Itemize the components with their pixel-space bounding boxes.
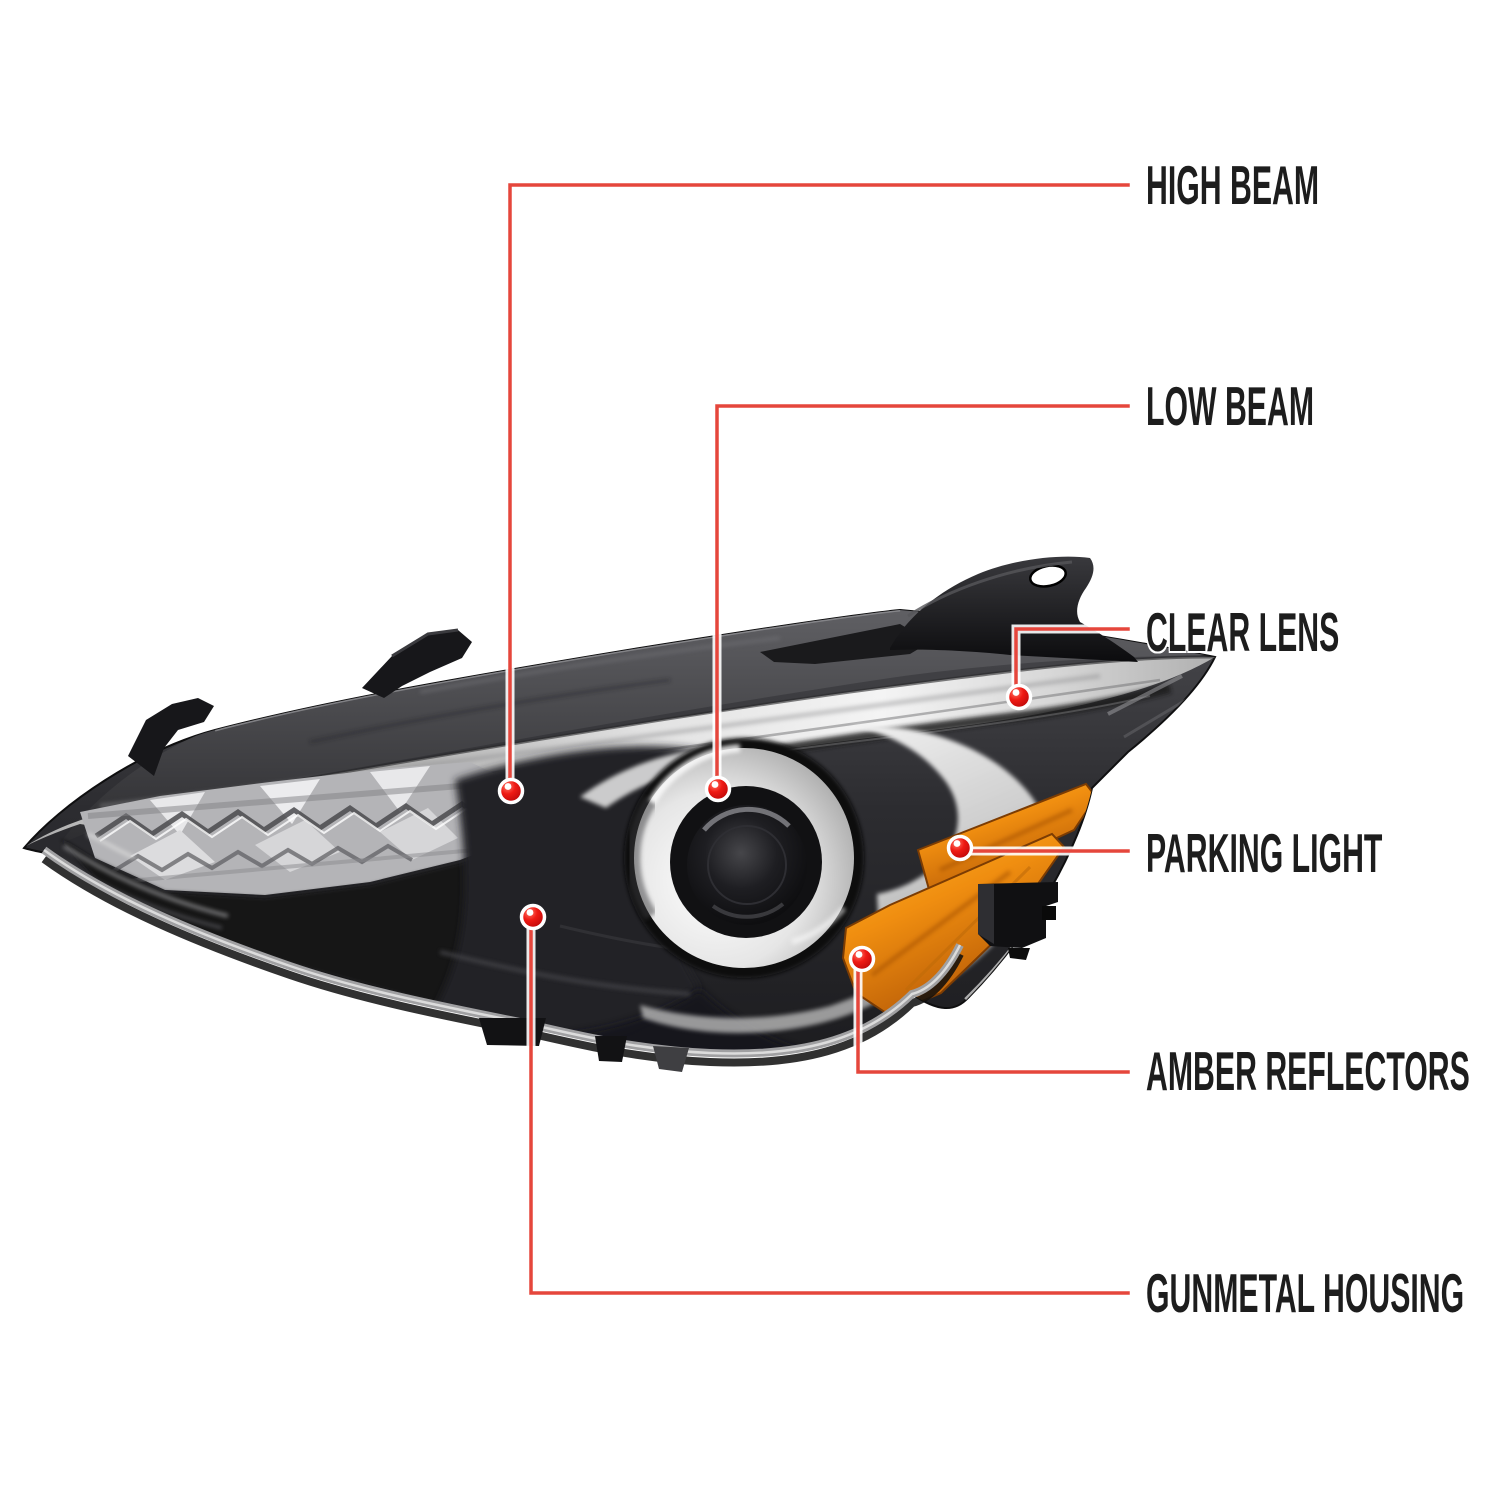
- callout-line-gunmetal-housing: [529, 917, 1130, 1295]
- label-parking-light: PARKING LIGHT: [1146, 822, 1383, 884]
- callout-dot-gunmetal-housing: [519, 903, 547, 931]
- mounting-bracket-left: [128, 698, 214, 776]
- callout-dot-amber-reflectors: [848, 945, 876, 973]
- label-amber-reflectors: AMBER REFLECTORS: [1146, 1040, 1470, 1102]
- mounting-bracket-mid: [362, 628, 472, 698]
- callout-dot-high-beam: [497, 777, 525, 805]
- callout-dot-clear-lens: [1005, 683, 1033, 711]
- callout-line-amber-reflectors: [856, 960, 1130, 1074]
- projector-lens: [687, 805, 807, 925]
- housing-bottom-rim: [41, 846, 964, 1067]
- callouts: [505, 180, 1133, 1298]
- callout-line-low-beam: [715, 404, 1130, 791]
- amber-reflector-lower: [841, 832, 1066, 1017]
- callout-line-high-beam: [508, 183, 1130, 793]
- callout-line-clear-lens: [1014, 627, 1130, 698]
- label-low-beam: LOW BEAM: [1146, 375, 1315, 437]
- label-gunmetal-housing: GUNMETAL HOUSING: [1146, 1262, 1465, 1324]
- side-bracket: [978, 882, 1058, 960]
- callout-dot-parking-light: [946, 834, 974, 862]
- projector-low-beam: [624, 738, 864, 978]
- label-clear-lens: CLEAR LENS: [1146, 601, 1340, 663]
- label-high-beam: HIGH BEAM: [1146, 154, 1320, 216]
- housing-top-surface: [60, 610, 1215, 844]
- callout-dots: [497, 683, 1033, 973]
- callout-dot-low-beam: [704, 775, 732, 803]
- mounting-bracket-right: [760, 556, 1138, 664]
